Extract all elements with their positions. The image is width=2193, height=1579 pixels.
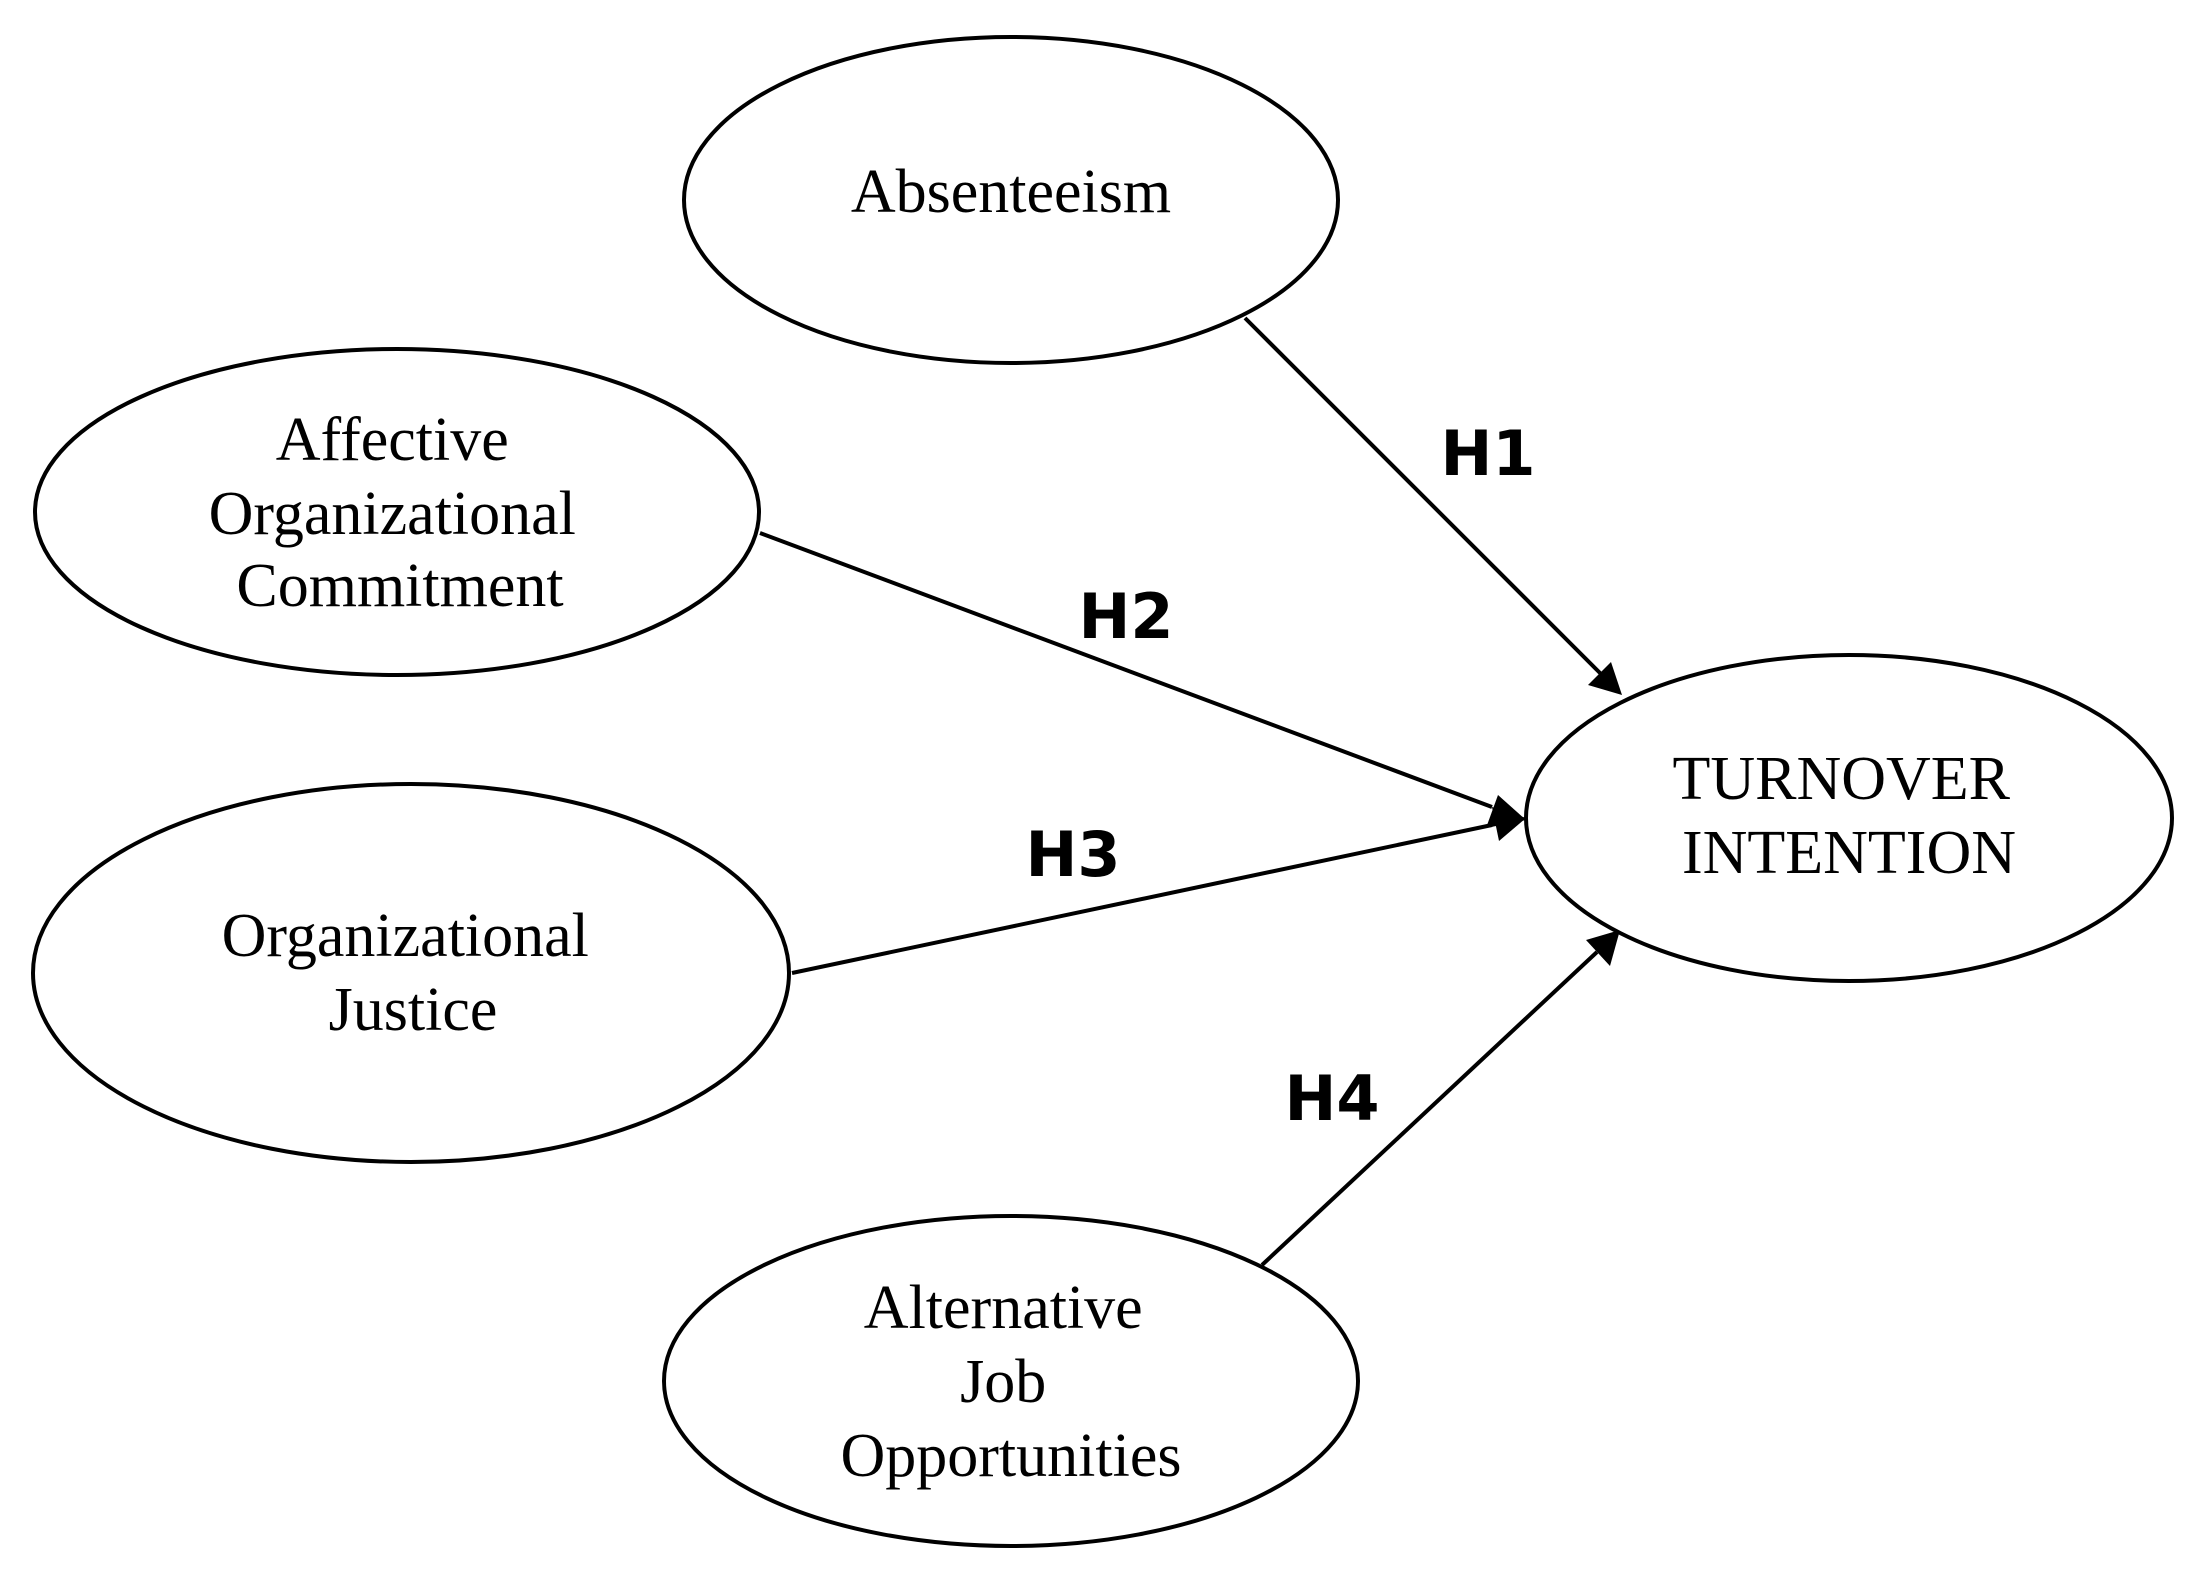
edge-h3-line: [791, 823, 1493, 975]
node-affective-ellipse: [33, 347, 761, 677]
edge-h4-arrowhead: [1586, 930, 1620, 966]
node-absenteeism-line-1: Absenteeism: [851, 158, 1171, 226]
edge-h2-line: [759, 531, 1493, 809]
node-absenteeism-label: Absenteeism: [851, 158, 1171, 226]
node-affective-organizational-commitment: Affective Organizational Commitment: [33, 347, 761, 677]
node-turnover-line-2: INTENTION: [1682, 819, 2016, 887]
node-turnover-label: TURNOVER INTENTION: [1672, 745, 2025, 887]
edge-h3-label: H3: [1025, 818, 1120, 891]
node-justice-ellipse: [31, 782, 791, 1164]
node-affective-line-1: Affective: [276, 406, 509, 474]
node-affective-label: Affective Organizational Commitment: [209, 406, 592, 620]
node-justice-label: Organizational Justice: [222, 902, 605, 1044]
edge-h1: H1: [1243, 316, 1622, 695]
node-justice-line-1: Organizational: [222, 902, 589, 970]
node-alternative-line-2: Job: [960, 1348, 1046, 1416]
edge-h4-label: H4: [1284, 1062, 1379, 1135]
node-turnover-intention: TURNOVER INTENTION: [1524, 653, 2174, 983]
node-alternative-job-opportunities: Alternative Job Opportunities: [662, 1214, 1360, 1548]
node-turnover-ellipse: [1524, 653, 2174, 983]
node-affective-line-2: Organizational: [209, 480, 576, 548]
edge-h3: H3: [791, 807, 1526, 975]
edge-h1-arrowhead: [1588, 662, 1622, 695]
edge-h2: H2: [759, 531, 1526, 828]
node-organizational-justice: Organizational Justice: [31, 782, 791, 1164]
node-alternative-line-3: Opportunities: [841, 1422, 1182, 1490]
node-absenteeism-ellipse: [682, 35, 1340, 365]
node-absenteeism: Absenteeism: [682, 35, 1340, 365]
node-justice-line-2: Justice: [329, 976, 498, 1044]
edge-h2-label: H2: [1078, 580, 1173, 653]
edge-h3-arrowhead: [1492, 807, 1526, 841]
edge-h4: H4: [1260, 930, 1620, 1267]
node-alternative-ellipse: [662, 1214, 1360, 1548]
node-alternative-line-1: Alternative: [864, 1274, 1143, 1342]
edge-h4-line: [1260, 950, 1599, 1267]
edge-h1-label: H1: [1440, 417, 1535, 490]
node-affective-line-3: Commitment: [236, 552, 563, 620]
node-alternative-label: Alternative Job Opportunities: [841, 1274, 1182, 1490]
edge-h1-line: [1243, 316, 1604, 677]
node-turnover-line-1: TURNOVER: [1672, 745, 2010, 813]
